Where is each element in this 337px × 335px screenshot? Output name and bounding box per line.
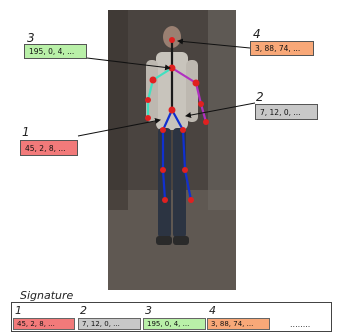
signature-title: Signature bbox=[20, 289, 74, 302]
signature-number-2: 2 bbox=[80, 304, 87, 317]
signature-number-3: 3 bbox=[145, 304, 152, 317]
callout-number-1: 1 bbox=[22, 125, 30, 139]
feature-box-2: 7, 12, 0, ... bbox=[255, 104, 318, 120]
feature-box-1: 45, 2, 8, ... bbox=[20, 140, 78, 156]
feature-box-3: 195, 0, 4, ... bbox=[24, 44, 87, 59]
signature-ellipsis: ........ bbox=[290, 320, 311, 329]
person-skeleton-overlay bbox=[108, 10, 236, 290]
signature-number-1: 1 bbox=[15, 304, 22, 317]
callout-number-4: 4 bbox=[253, 27, 261, 41]
callout-number-2: 2 bbox=[256, 90, 264, 104]
signature-box-2: 7, 12, 0, ... bbox=[78, 318, 141, 330]
signature-box-1: 45, 2, 8, ... bbox=[13, 318, 75, 330]
signature-number-4: 4 bbox=[209, 304, 216, 317]
callout-number-3: 3 bbox=[27, 31, 35, 45]
feature-box-4: 3, 88, 74, ... bbox=[250, 41, 314, 56]
depth-camera-photo bbox=[108, 10, 236, 290]
signature-box-4: 3, 88, 74, ... bbox=[207, 318, 270, 330]
signature-frame bbox=[11, 302, 332, 332]
signature-box-3: 195, 0, 4, ... bbox=[143, 318, 206, 330]
